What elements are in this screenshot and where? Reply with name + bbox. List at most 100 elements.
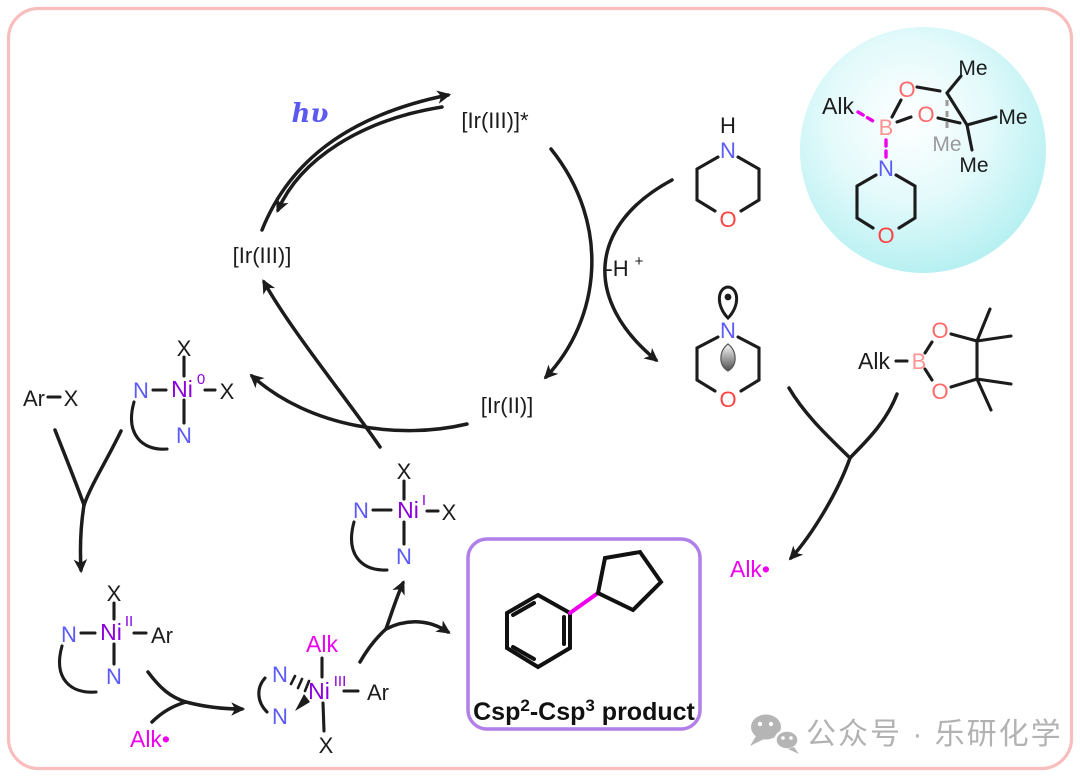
ni0-bonds <box>151 355 217 425</box>
ni0-complex: X N Ni 0 X N <box>130 336 235 451</box>
product-label-sup2: 3 <box>585 696 594 715</box>
morpholine-n: N <box>720 138 736 163</box>
product-box: Csp2-Csp3 product <box>466 537 702 731</box>
alk-radical-right-label: Alk• <box>730 556 770 582</box>
product-csp2-csp3-bond <box>568 591 600 615</box>
ate-me-bottom: Me <box>959 154 988 177</box>
ate-b: B <box>879 115 894 140</box>
radical-n: N <box>720 318 736 343</box>
highlight-sphere <box>800 27 1046 273</box>
bpin-b: B <box>912 349 927 374</box>
ate-me-rear: Me <box>932 133 961 156</box>
alkyl-radical-generation: Alk• <box>730 386 899 582</box>
bpin-o2: O <box>931 379 948 404</box>
ni1-chelate-arc <box>350 520 389 572</box>
ate-o1: O <box>898 77 915 102</box>
alkyl-bpin-structure: Alk B O O <box>858 307 1013 412</box>
alk-radical-bottom-label: Alk• <box>130 726 170 752</box>
page-border <box>6 6 1074 771</box>
ni1-symbol: Ni <box>397 497 419 523</box>
aryl-halide: Ar X <box>23 386 79 411</box>
ni3-alk: Alk <box>306 631 338 657</box>
radical-merge-right <box>848 392 899 460</box>
ir-excited-to-ir2-arrow <box>543 147 594 380</box>
ni2-x-top: X <box>107 581 122 606</box>
photoredox-cycle: hυ [Ir(III)]* [Ir(III)] [Ir(II)] -H + <box>233 90 674 449</box>
oa-merge-left <box>53 428 86 507</box>
ni2-bonds <box>79 601 148 666</box>
ir-excited-label: [Ir(III)]* <box>461 108 529 133</box>
ni2-complex: X N Ni II Ar N <box>58 581 173 694</box>
ni3-n-bottom: N <box>272 704 288 729</box>
boronate-ate-complex: Alk B O O Me Me Me Me N O <box>822 57 1028 248</box>
ni2-chelate-arc <box>58 644 98 694</box>
ni0-chelate-arc <box>130 400 169 451</box>
ate-alk-b-dashed-bond <box>856 110 875 123</box>
ra-merge-bottom <box>150 700 188 724</box>
ate-me-top: Me <box>958 57 987 80</box>
ni2-n-left: N <box>61 622 77 647</box>
ate-b-o-bonds <box>890 98 913 124</box>
excitation-arrow <box>260 90 452 232</box>
radical-o: O <box>719 387 736 412</box>
product-label-sup1: 2 <box>520 696 529 715</box>
ni0-n-left: N <box>133 378 149 403</box>
ra-arrow-stem <box>184 700 246 716</box>
bpin-ring-bonds <box>949 332 979 389</box>
ate-pinacol-ring-bonds <box>915 85 969 127</box>
re-to-product-arrow <box>384 620 451 634</box>
arx-x: X <box>64 386 79 411</box>
ni2-n-bottom: N <box>106 664 122 689</box>
radical-merge-left <box>787 386 852 460</box>
ni0-oxidation-state: 0 <box>197 371 205 388</box>
hv-label: hυ <box>292 99 329 129</box>
ate-me-right: Me <box>998 106 1027 129</box>
ir-reduced-label: [Ir(II)] <box>481 393 534 418</box>
ni3-complex: Alk N N Ni III Ar X <box>257 631 389 758</box>
oa-merge-right <box>82 429 123 507</box>
re-to-ni1-arrow <box>384 580 405 631</box>
ni3-hashed-bond <box>289 674 311 693</box>
radical-ring-bonds <box>695 335 761 393</box>
bpin-o1: O <box>931 318 948 343</box>
product-cyclopentyl-ring <box>595 549 664 613</box>
ni1-x-top: X <box>397 459 412 484</box>
ni2-oxidation-state: II <box>125 613 133 630</box>
morpholine-h: H <box>720 113 736 138</box>
ate-n: N <box>878 156 894 181</box>
ir2-to-ni0-arrow <box>249 373 469 433</box>
watermark: 公众号 · 乐研化学 <box>750 714 1061 754</box>
ni3-n-top: N <box>272 662 288 687</box>
morpholine-ring-bonds <box>695 155 761 213</box>
ate-morpholine-ring <box>855 173 917 230</box>
bpin-alk-label: Alk <box>858 348 890 374</box>
oa-arrow-stem <box>73 503 88 574</box>
ni1-complex: X N Ni I X N <box>350 459 457 572</box>
bpin-methyl-bonds <box>975 307 1013 412</box>
radical-arrow-stem <box>788 456 852 561</box>
ni3-wedge-bond <box>295 694 310 711</box>
product-label-p1: Csp <box>473 698 520 726</box>
ni1-n-bottom: N <box>396 544 412 569</box>
ni1-bonds <box>371 479 440 546</box>
wechat-icon <box>750 714 800 754</box>
product-label-p3: product <box>595 698 696 726</box>
aminyl-radical-structure: N O <box>695 285 761 412</box>
ate-morpholine-o: O <box>877 223 894 248</box>
relaxation-arrow <box>276 105 444 213</box>
ni2-ar: Ar <box>151 623 173 648</box>
ni3-oxidation-state: III <box>334 673 347 690</box>
morpholine-structure: H N O <box>695 113 761 232</box>
ate-o2: O <box>917 102 934 127</box>
ni0-n-bottom: N <box>176 423 192 448</box>
ate-methyl-bonds <box>945 74 998 152</box>
arx-ar: Ar <box>23 386 45 411</box>
oxidative-addition-arrows <box>53 428 123 574</box>
radical-electron-dot <box>724 293 732 301</box>
ni1-to-ir3-arrow <box>262 279 382 449</box>
product-box-border <box>466 537 702 731</box>
radical-addition-arrows: Alk• <box>130 670 246 752</box>
amine-oxidation-arrow <box>603 178 674 363</box>
ra-merge-top <box>146 670 188 704</box>
